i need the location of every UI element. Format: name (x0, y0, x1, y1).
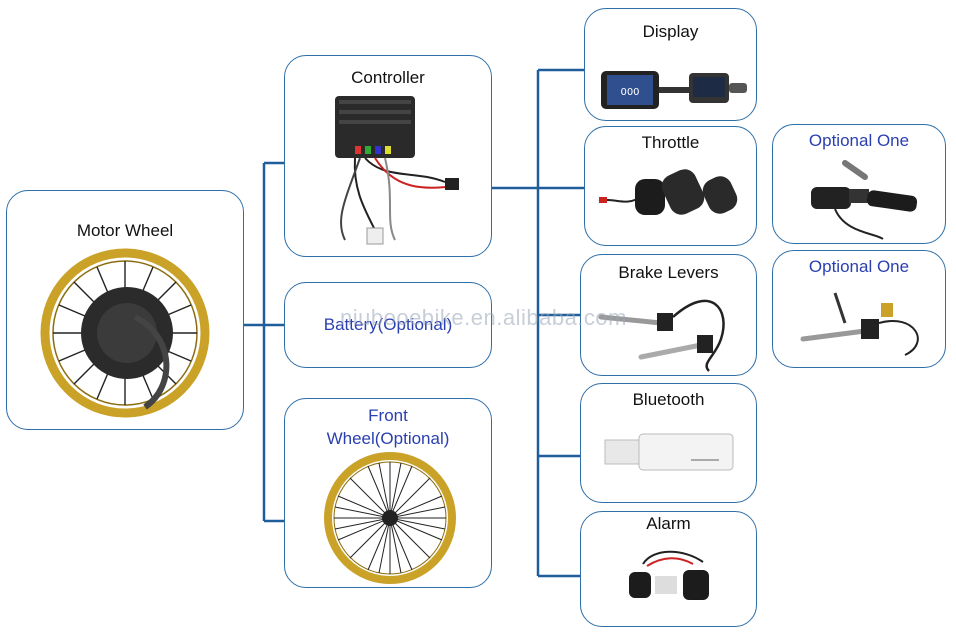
front-wheel-label-line1: Front (368, 406, 408, 425)
bluetooth-box: Bluetooth (580, 383, 757, 503)
brake-levers-image (598, 299, 725, 372)
thumb-throttle-image (811, 160, 918, 240)
front-wheel-label-line2: Wheel(Optional) (326, 429, 450, 448)
throttle-box: Throttle (584, 126, 757, 246)
alarm-label: Alarm (646, 514, 691, 533)
spoked-wheel-image (324, 452, 456, 584)
optional-brake-box: Optional One (772, 250, 946, 368)
battery-label: Battery(Optional) (323, 315, 453, 334)
throttle-label: Throttle (641, 133, 700, 152)
brake-lever-image (800, 292, 919, 356)
display-label: Display (642, 22, 699, 41)
display-image: 000 (601, 71, 747, 109)
hub-motor-wheel-image (40, 248, 210, 418)
brake-levers-label: Brake Levers (618, 263, 719, 282)
bluetooth-label: Bluetooth (632, 390, 705, 409)
motor-wheel-box: Motor Wheel (6, 190, 244, 430)
motor-wheel-label: Motor Wheel (76, 221, 174, 240)
usb-dongle-image (604, 433, 734, 471)
optional-brake-label: Optional One (808, 257, 910, 276)
alarm-box: Alarm (580, 511, 757, 627)
svg-text:000: 000 (620, 87, 639, 98)
throttle-grips-image (598, 169, 738, 215)
front-wheel-box: Front Wheel(Optional) (284, 398, 492, 588)
controller-label: Controller (351, 68, 425, 87)
display-box: Display 000 (584, 8, 757, 121)
controller-box: Controller (284, 55, 492, 257)
alarm-image (629, 550, 709, 600)
optional-throttle-box: Optional One (772, 124, 946, 244)
watermark: niubooebike.en.alibaba.com (340, 305, 627, 330)
controller-image (335, 96, 459, 245)
battery-box: Battery(Optional) (284, 282, 492, 368)
brake-levers-box: Brake Levers (580, 254, 757, 376)
optional-throttle-label: Optional One (808, 131, 910, 150)
